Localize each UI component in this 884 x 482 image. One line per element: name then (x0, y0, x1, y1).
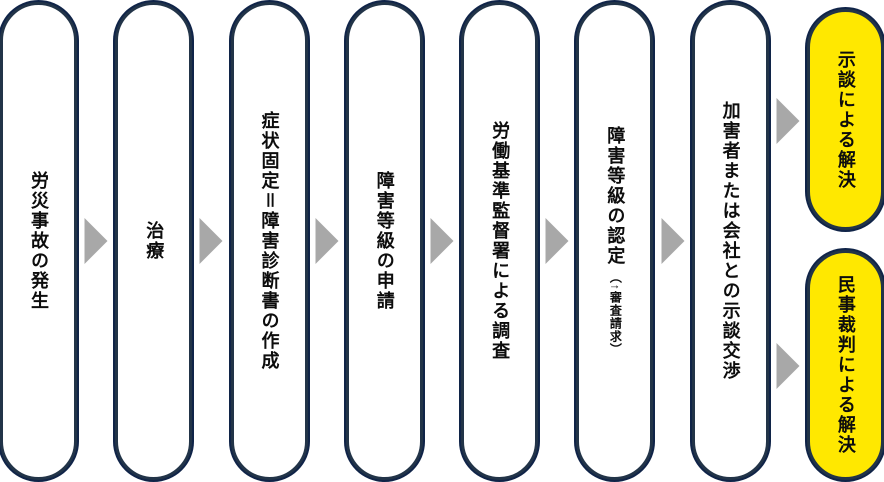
outcome-civil-lawsuit: 民事裁判による解決 (806, 250, 884, 480)
step-label: 労災事故の発生 (28, 171, 49, 311)
outcome-label: 民事裁判による解決 (835, 275, 856, 455)
step-column-settlement-negotiation: 加害者または会社との示談交渉 (691, 0, 769, 482)
arrow-right-icon (199, 218, 223, 264)
step-column-symptom-fixation: 症状固定＝障害診断書の作成 (230, 0, 308, 482)
step-treatment: 治療 (115, 2, 193, 480)
step-settlement-negotiation: 加害者または会社との示談交渉 (691, 2, 769, 480)
step-accident: 労災事故の発生 (0, 2, 77, 480)
arrow-gap (653, 0, 691, 482)
arrow-right-icon (430, 218, 454, 264)
arrow-gap-outcomes (769, 0, 807, 482)
step-symptom-fixation: 症状固定＝障害診断書の作成 (230, 2, 308, 480)
step-labor-office-investigation: 労働基準監督署による調査 (461, 2, 539, 480)
arrow-right-icon (661, 218, 685, 264)
step-column-grade-certification: 障害等級の認定 （↑審査請求） (576, 0, 654, 482)
step-label: 加害者または会社との示談交渉 (720, 101, 741, 381)
arrow-gap (192, 0, 230, 482)
outcome-settlement: 示談による解決 (806, 9, 884, 230)
step-label-group: 障害等級の認定 （↑審査請求） (605, 126, 626, 356)
step-grade-certification: 障害等級の認定 （↑審査請求） (576, 2, 654, 480)
step-column-grade-application: 障害等級の申請 (345, 0, 423, 482)
step-column-labor-office-investigation: 労働基準監督署による調査 (461, 0, 539, 482)
arrow-gap (308, 0, 346, 482)
step-grade-application: 障害等級の申請 (345, 2, 423, 480)
step-label: 症状固定＝障害診断書の作成 (259, 111, 280, 371)
arrow-gap (538, 0, 576, 482)
arrow-gap (77, 0, 115, 482)
arrow-right-icon (776, 98, 800, 144)
step-label: 労働基準監督署による調査 (490, 121, 511, 361)
step-column-treatment: 治療 (115, 0, 193, 482)
outcome-spacer (807, 230, 884, 250)
arrow-gap (423, 0, 461, 482)
arrow-right-icon (545, 218, 569, 264)
outcome-label: 示談による解決 (835, 49, 856, 190)
arrow-right-icon (776, 343, 800, 389)
arrow-right-icon (315, 218, 339, 264)
step-annotation: （↑審査請求） (608, 271, 623, 356)
step-label: 障害等級の認定 (605, 126, 626, 266)
step-label: 治療 (144, 221, 165, 261)
outcomes-column: 示談による解決 民事裁判による解決 (806, 0, 884, 482)
step-label: 障害等級の申請 (374, 171, 395, 311)
arrow-right-icon (84, 218, 108, 264)
step-column-accident: 労災事故の発生 (0, 0, 77, 482)
